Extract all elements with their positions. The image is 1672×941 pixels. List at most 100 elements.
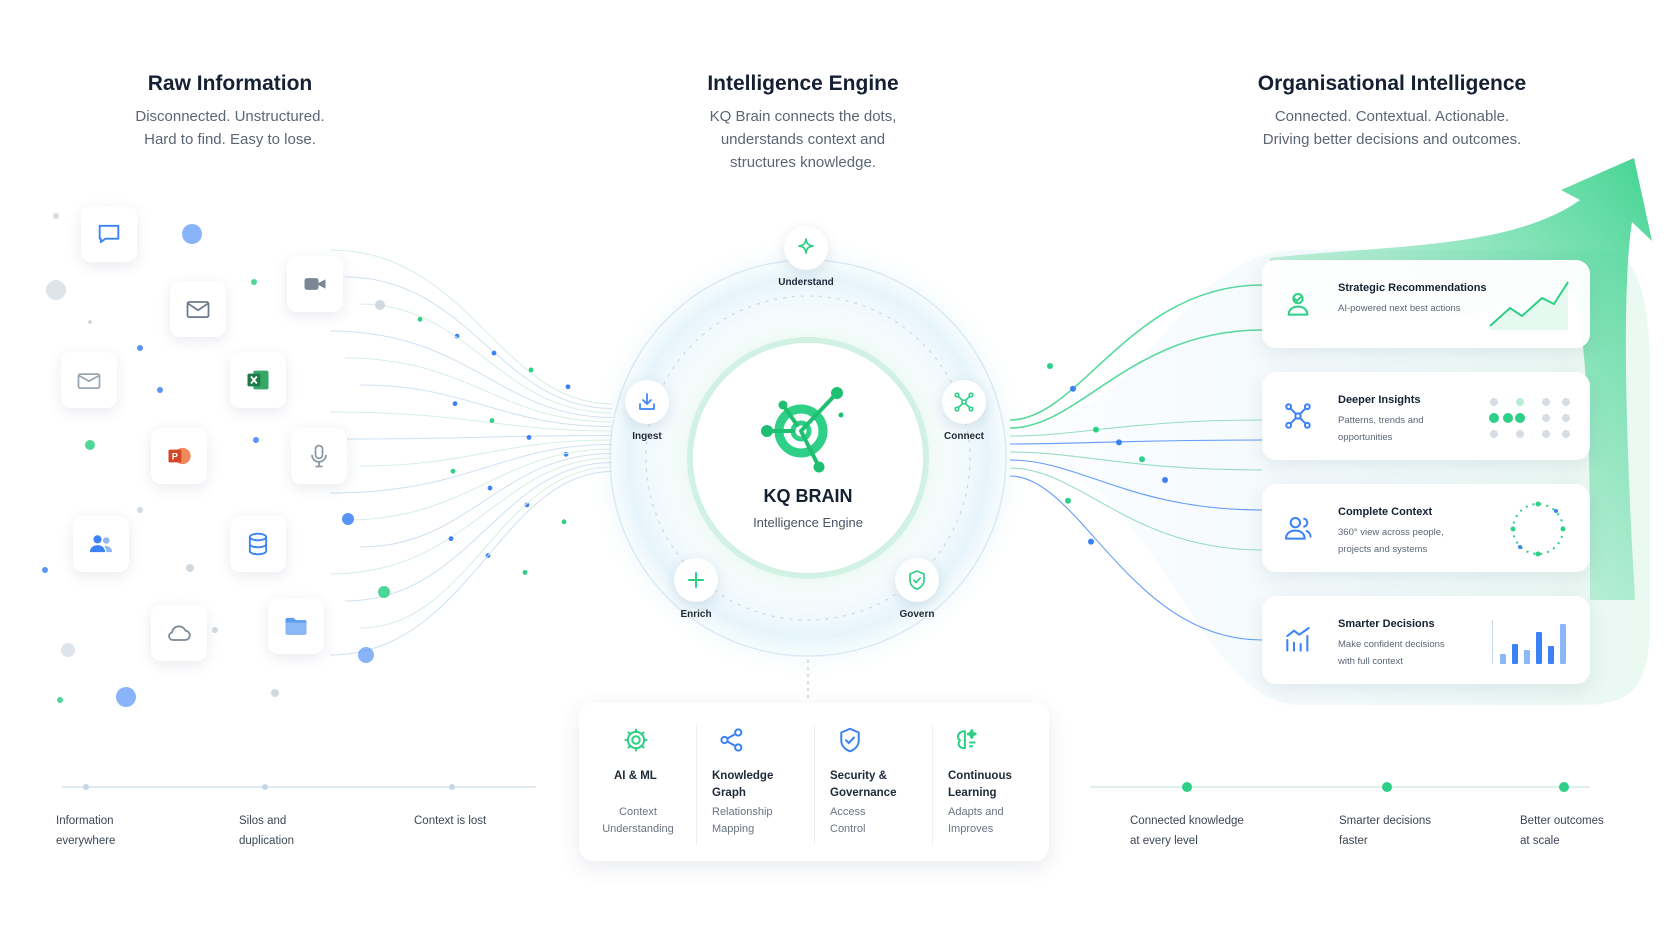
flow-particle [561,519,567,525]
connect-nodes-icon [954,392,974,412]
intelligence-engine-title: Intelligence Engine [707,72,899,95]
scatter-particle [116,687,136,707]
scatter-particle [137,345,143,351]
share-icon [720,728,743,752]
scatter-particle [61,643,75,657]
svg-text:P: P [172,452,178,462]
flow-particle [417,316,423,322]
input-flow-lines [329,249,613,656]
organisational-intelligence-subtitle: Connected. Contextual. Actionable. Drivi… [1262,108,1522,148]
input-flow-line [359,384,613,427]
flow-particle [487,485,493,491]
input-flow-line [329,457,613,575]
flow-particle [1065,497,1071,504]
flow-particle [450,468,456,474]
user-recommend-icon [1287,293,1309,316]
flow-particle [1139,456,1145,463]
engine-inner-ring [645,295,971,621]
scattered-particles [42,213,390,707]
output-flow-line [1009,467,1263,551]
flow-particle [489,418,495,423]
output-band [1040,250,1650,705]
node-enrich[interactable]: Enrich [621,558,771,620]
input-flow-line [359,439,613,467]
scatter-particle [342,513,354,525]
input-flow-line [359,303,613,414]
flow-particle [565,384,571,390]
card-smarter-decisions[interactable]: Smarter Decisions Make confident decisio… [1262,596,1590,684]
input-flow-line [329,411,613,432]
shield-check-icon [909,570,925,590]
node-understand[interactable]: Understand [731,226,881,288]
envelope-icon [61,352,117,408]
node-ingest[interactable]: Ingest [572,380,722,442]
scatter-particle [137,507,143,513]
microphone-icon [291,428,347,484]
footer-context-lost: Context is lost [414,815,487,827]
output-flow-line [1009,419,1263,437]
output-flow-line [1009,459,1263,511]
flow-particle [526,435,532,440]
card-complete-context[interactable]: Complete Context 360° view across people… [1262,484,1590,572]
organisational-intelligence-title: Organisational Intelligence [1257,72,1527,95]
input-flow-line [329,249,613,405]
sparkle-icon [798,238,814,254]
bar-visual [1492,620,1566,664]
flow-particle [452,401,458,407]
kq-brain-logo-icon [761,387,844,473]
chat-icon [81,206,137,262]
kq-brain-core: KQ BRAIN Intelligence Engine [693,343,923,573]
scatter-particle [53,213,59,219]
node-govern[interactable]: Govern [842,558,992,620]
powerpoint-icon: P [151,428,207,484]
sparkle-brain-icon [956,729,977,750]
scatter-particle [57,697,63,703]
excel-icon [230,352,286,408]
users-icon [73,516,129,572]
scatter-particle [378,586,390,598]
scatter-particle [42,567,48,573]
ring-visual [1510,501,1566,557]
card-strategic-recommendations[interactable]: Strategic Recommendations AI-powered nex… [1262,260,1590,348]
intelligence-engine-subtitle: KQ Brain connects the dots, understands … [709,108,897,171]
trend-line-visual [1489,281,1569,330]
scatter-particle [186,564,194,572]
plus-icon [688,572,704,588]
flow-particle [448,536,454,542]
flow-particle [454,333,460,339]
shield-icon [840,727,860,753]
scatter-particle [46,280,66,300]
flow-particle [491,350,497,356]
output-flow-line [1009,475,1263,641]
input-flow-line [344,276,613,409]
flow-particle [524,502,530,508]
scatter-particle [157,387,163,393]
download-icon [639,393,655,410]
scatter-particle [251,279,257,285]
growth-chart-icon [1286,627,1310,652]
video-icon [287,256,343,312]
flow-particle [1088,538,1094,545]
input-flow-line [344,435,613,440]
output-flow-line [1009,329,1263,429]
output-flow-line [1009,439,1263,445]
dot-matrix-visual [1489,398,1570,438]
scatter-particle [85,440,95,450]
core-title: KQ BRAIN [763,486,853,506]
input-flow-line [344,462,613,602]
node-connect[interactable]: Connect [889,380,1039,442]
input-flow-line [329,330,613,418]
database-icon [230,516,286,572]
cloud-icon [151,605,207,661]
input-flow-line [359,453,613,548]
raw-information-title: Raw Information [147,72,313,95]
scatter-particle [253,437,259,443]
input-flow-line [329,471,613,656]
